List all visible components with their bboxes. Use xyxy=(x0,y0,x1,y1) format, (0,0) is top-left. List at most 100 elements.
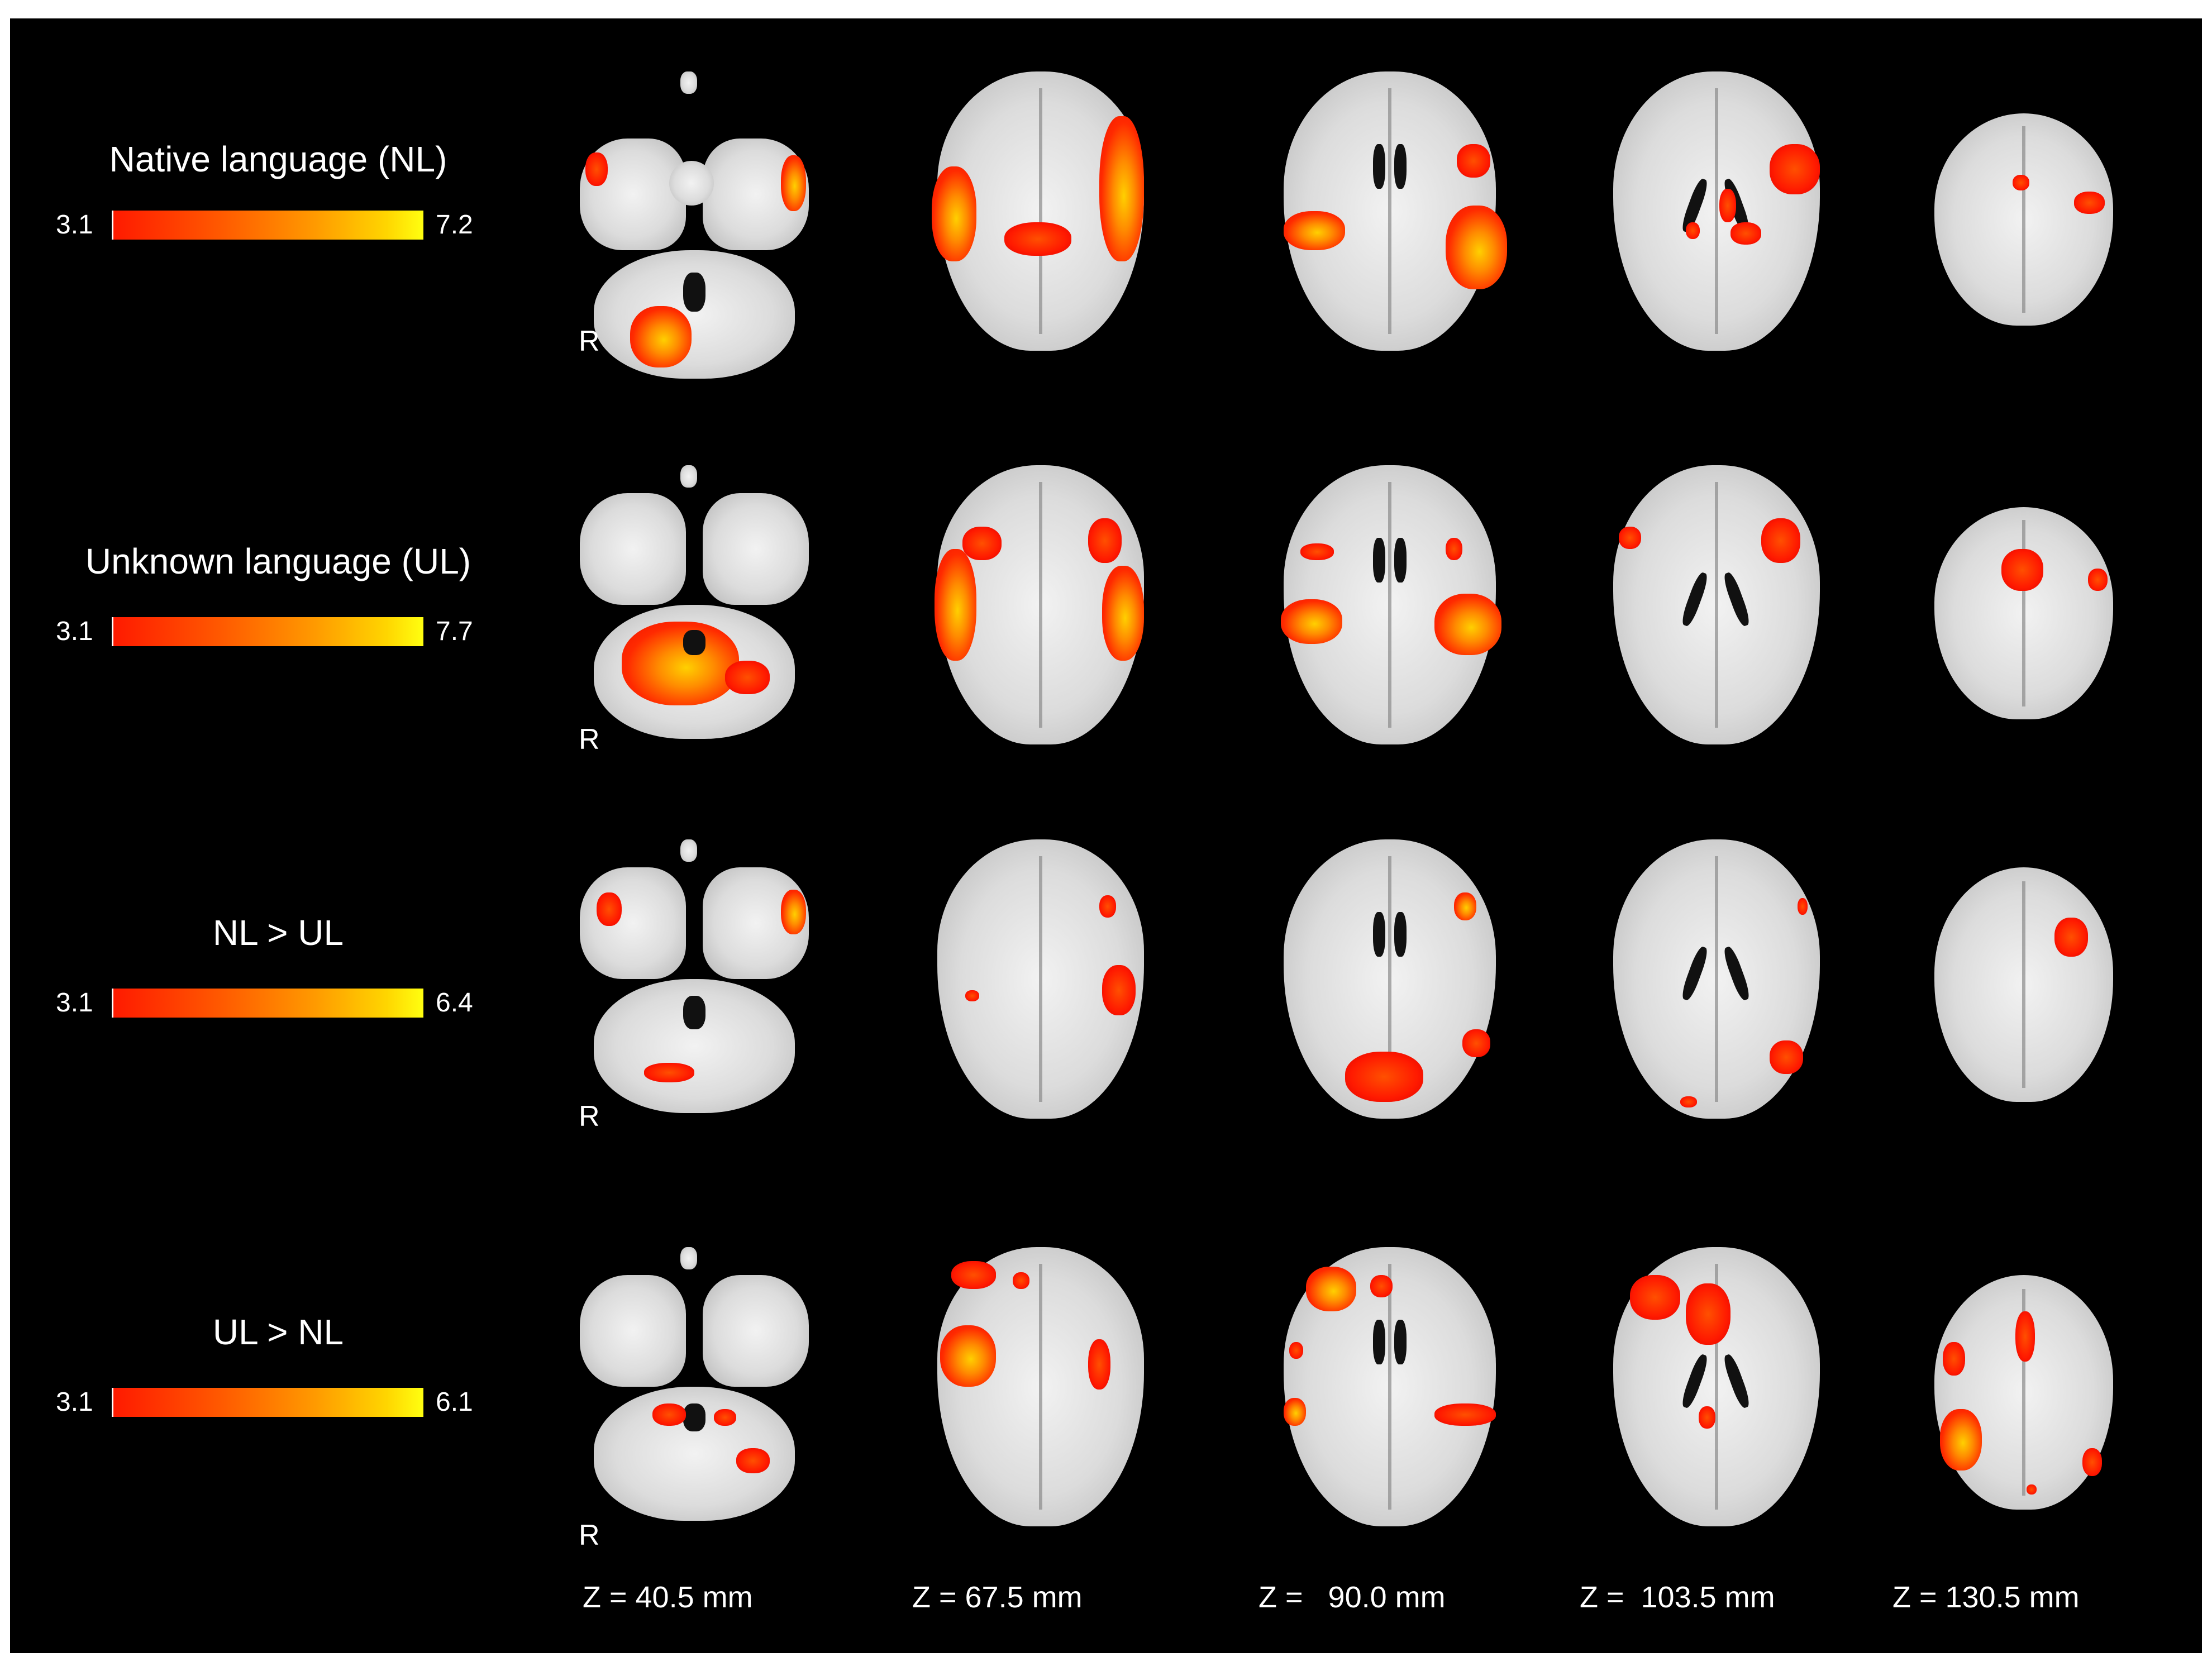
lateral-ventricle xyxy=(1373,538,1385,583)
activation-blob xyxy=(1730,222,1761,245)
activation-blob xyxy=(935,549,976,661)
activation-blob xyxy=(1099,895,1116,918)
brain-slice-r4c5 xyxy=(1898,1236,2149,1538)
activation-blob xyxy=(597,892,622,926)
colorbar-max: 6.1 xyxy=(436,1387,473,1417)
activation-blob xyxy=(962,527,1002,560)
activation-blob xyxy=(1004,222,1071,256)
legend-title: Native language (NL) xyxy=(109,139,447,179)
lateral-ventricle xyxy=(1394,144,1407,189)
activation-blob xyxy=(2074,192,2105,214)
brain-slice-r1c5 xyxy=(1898,60,2149,362)
brain-slice-r4c2 xyxy=(915,1236,1166,1538)
colorbar-min: 3.1 xyxy=(56,988,93,1018)
temporal-lobe-right xyxy=(703,493,809,605)
fourth-ventricle xyxy=(683,630,705,655)
activation-blob xyxy=(725,661,770,694)
activation-blob xyxy=(1306,1267,1356,1311)
activation-blob xyxy=(1099,116,1144,261)
brain-slice-r4c1 xyxy=(569,1236,820,1538)
colorbar-min: 3.1 xyxy=(56,210,93,240)
activation-blob xyxy=(1088,518,1122,563)
activation-blob xyxy=(1761,518,1800,563)
activation-blob xyxy=(652,1403,686,1426)
z-label-col2: Z = 67.5 mm xyxy=(912,1581,1083,1614)
z-label-col1: Z = 40.5 mm xyxy=(583,1581,753,1614)
brain-slice-r2c5 xyxy=(1898,454,2149,756)
activation-blob xyxy=(965,990,979,1001)
activation-blob xyxy=(1284,1398,1306,1426)
slice-fragment xyxy=(680,465,697,488)
orientation-label: R xyxy=(579,1100,600,1133)
activation-blob xyxy=(1345,1052,1423,1102)
pons xyxy=(669,161,714,206)
activation-blob xyxy=(781,890,806,934)
legend-title: NL > UL xyxy=(212,913,344,953)
lateral-ventricle xyxy=(1394,1320,1407,1364)
brain-outline xyxy=(1613,71,1820,351)
activation-blob xyxy=(1281,599,1342,644)
activation-blob xyxy=(940,1325,996,1387)
activation-blob xyxy=(1619,527,1641,549)
activation-blob xyxy=(1102,566,1144,661)
cerebellum xyxy=(594,250,795,379)
activation-blob xyxy=(2027,1484,2037,1495)
orientation-label: R xyxy=(579,1519,600,1551)
activation-blob xyxy=(2082,1448,2102,1476)
activation-blob xyxy=(1088,1339,1110,1390)
brain-slice-r1c1 xyxy=(569,60,820,379)
colorbar: 3.1 6.1 xyxy=(10,1386,546,1419)
fourth-ventricle xyxy=(683,273,705,312)
activation-blob xyxy=(781,155,806,211)
activation-blob xyxy=(1943,1342,1965,1376)
slice-fragment xyxy=(680,71,697,94)
orientation-label: R xyxy=(579,325,600,357)
activation-blob xyxy=(1699,1406,1715,1429)
activation-blob xyxy=(1630,1275,1680,1320)
activation-blob xyxy=(1686,222,1700,239)
activation-blob xyxy=(1940,1409,1982,1471)
activation-blob xyxy=(2054,918,2088,957)
activation-blob xyxy=(2088,569,2108,591)
activation-blob xyxy=(714,1409,736,1426)
activation-blob xyxy=(1289,1342,1303,1359)
activation-blob xyxy=(1798,898,1808,915)
brain-slice-r3c5 xyxy=(1898,828,2149,1130)
brain-slice-r1c4 xyxy=(1591,60,1842,362)
colorbar: 3.1 7.2 xyxy=(10,208,546,242)
colorbar-gradient xyxy=(112,211,423,240)
activation-blob xyxy=(1770,1040,1803,1074)
lateral-ventricle xyxy=(1394,538,1407,583)
brain-slice-r2c3 xyxy=(1261,454,1513,756)
temporal-lobe-left xyxy=(580,493,686,605)
brain-slice-r1c3 xyxy=(1261,60,1513,362)
colorbar-max: 6.4 xyxy=(436,988,473,1018)
brain-slice-r2c2 xyxy=(915,454,1166,756)
brain-outline xyxy=(1613,465,1820,744)
activation-blob xyxy=(1284,211,1345,250)
lateral-ventricle xyxy=(1373,1320,1385,1364)
orientation-label: R xyxy=(579,723,600,756)
activation-blob xyxy=(1300,543,1334,560)
activation-blob xyxy=(1686,1283,1730,1345)
brain-slice-r2c4 xyxy=(1591,454,1842,756)
activation-blob xyxy=(1719,189,1736,222)
activation-blob xyxy=(1434,594,1501,655)
brain-outline xyxy=(1613,839,1820,1119)
activation-blob xyxy=(1770,144,1820,194)
activation-blob xyxy=(2001,549,2043,591)
colorbar-gradient xyxy=(112,989,423,1018)
activation-blob xyxy=(1370,1275,1393,1297)
activation-blob xyxy=(1680,1096,1697,1107)
brain-slice-r2c1 xyxy=(569,454,820,756)
activation-blob xyxy=(2013,175,2029,190)
brain-outline xyxy=(1934,113,2113,326)
activation-blob xyxy=(736,1448,770,1473)
brain-slice-r3c3 xyxy=(1261,828,1513,1130)
brain-outline xyxy=(937,1247,1144,1526)
brain-slice-r4c3 xyxy=(1261,1236,1513,1538)
legend-title: Unknown language (UL) xyxy=(85,541,471,581)
colorbar-gradient xyxy=(112,1388,423,1417)
colorbar: 3.1 7.7 xyxy=(10,615,546,648)
activation-blob xyxy=(630,306,692,367)
